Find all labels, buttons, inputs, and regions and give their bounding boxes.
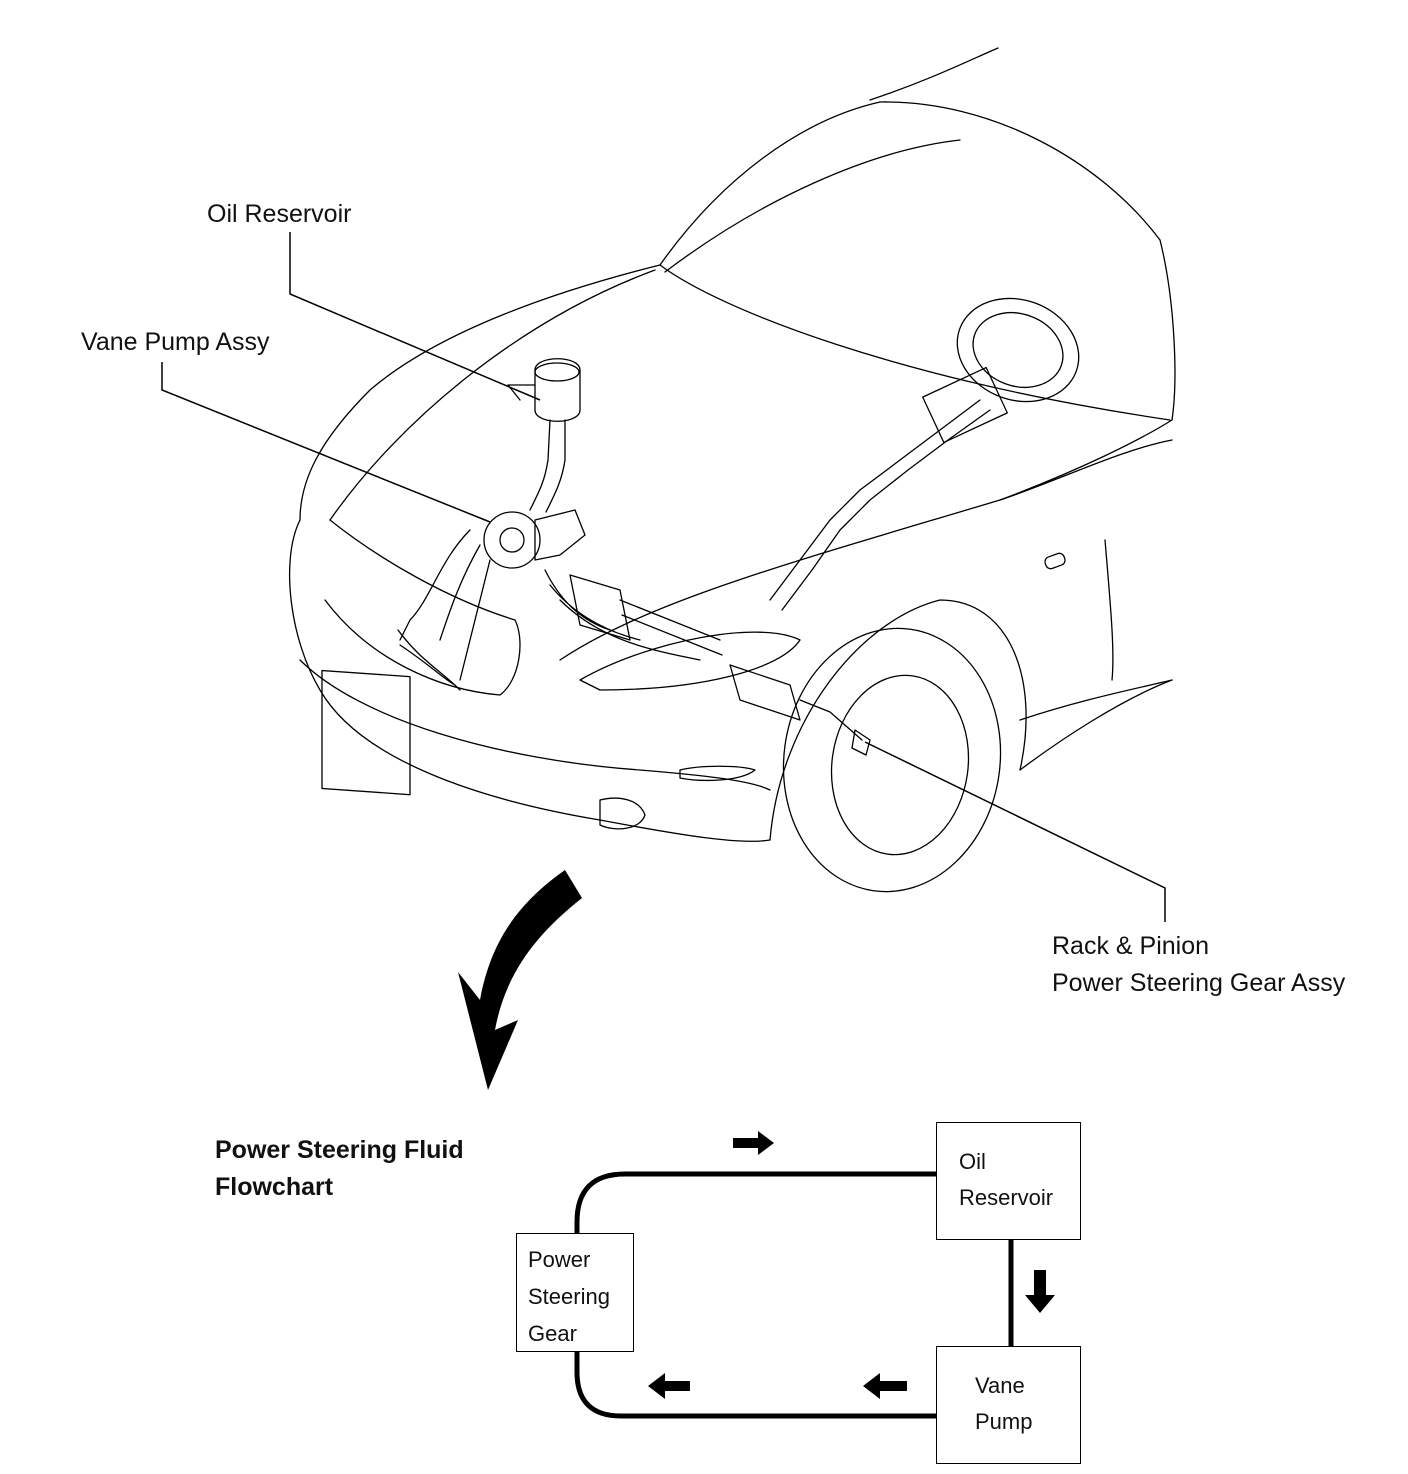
pump-body (534, 509, 586, 561)
hood-left-edge (299, 264, 661, 521)
leader-oil-reservoir (289, 232, 541, 401)
hoses-lower (544, 569, 701, 661)
column-cover (922, 366, 1008, 444)
wheel-inner (830, 674, 970, 856)
hood-right-edge (559, 419, 1173, 661)
steering-wheel-inner (972, 312, 1064, 388)
bumper-line (299, 659, 771, 791)
wheel-outer (782, 627, 1002, 893)
vane-pump-box-line2: Pump (975, 1409, 1033, 1434)
door-handle (1044, 552, 1066, 570)
oil-reservoir-box-line1: Oil (959, 1149, 986, 1174)
arrow-left-icon (648, 1373, 690, 1399)
steering-wheel (956, 297, 1080, 403)
license-plate (321, 669, 411, 796)
vane-pump-box: Vane Pump (936, 1346, 1081, 1464)
leader-rack-pinion (864, 741, 1166, 922)
cooler-loop (397, 629, 461, 691)
gear-box-line3: Gear (528, 1321, 577, 1346)
flowchart-title-line1: Power Steering Fluid (215, 1136, 464, 1164)
vane-pump-box-line1: Vane (975, 1373, 1025, 1398)
flow-line-top (574, 1171, 936, 1236)
tie-rod (799, 699, 863, 741)
reservoir-hose (529, 419, 551, 511)
windshield-bottom (659, 264, 1171, 421)
a-pillar (1159, 239, 1176, 421)
label-oil-reservoir: Oil Reservoir (207, 200, 352, 228)
hood-crease (329, 269, 656, 521)
body-side (1019, 679, 1173, 771)
label-rack-pinion: Rack & Pinion (1052, 932, 1210, 960)
leader-vane-pump (161, 362, 491, 523)
fog-light (599, 797, 646, 830)
oil-reservoir-box: Oil Reservoir (936, 1122, 1081, 1240)
oil-reservoir-box-line2: Reservoir (959, 1185, 1054, 1210)
gear-box-line1: Power (528, 1247, 591, 1272)
door-line (1104, 539, 1114, 681)
rack-boot-left (569, 574, 631, 641)
pump-pulley (483, 511, 541, 569)
rocker-line (1019, 679, 1173, 721)
windshield-top (659, 101, 1161, 266)
arrow-right-icon (733, 1131, 774, 1155)
steering-column (769, 399, 981, 601)
flow-line-bottom (574, 1352, 936, 1419)
pump-pulley-hub (499, 527, 525, 553)
flowchart-title-line2: Flowchart (215, 1173, 334, 1201)
reservoir-body (534, 358, 581, 422)
fender-arch (769, 599, 1027, 841)
steering-column-2 (781, 409, 991, 611)
car-roof-line (869, 47, 999, 101)
arrow-left-icon (863, 1373, 907, 1399)
label-vane-pump-assy: Vane Pump Assy (81, 328, 270, 356)
windshield-inner (664, 139, 961, 273)
gear-box-line2: Steering (528, 1284, 610, 1309)
curved-arrow-icon (458, 870, 582, 1090)
arrow-down-icon (1025, 1270, 1055, 1313)
front-nose (288, 519, 771, 842)
reservoir-hose-2 (545, 419, 566, 513)
side-marker (679, 765, 756, 782)
pump-lines (399, 529, 491, 681)
label-power-steering-gear-assy: Power Steering Gear Assy (1052, 969, 1346, 997)
grille-outline (324, 519, 521, 696)
reservoir-cap (534, 362, 580, 382)
rack-tube (619, 599, 723, 656)
body-side-upper (999, 439, 1173, 501)
headlight-right (579, 631, 801, 691)
tie-rod-end (851, 729, 871, 756)
power-steering-gear-box: Power Steering Gear (516, 1233, 634, 1352)
rack-boot-right (729, 664, 801, 721)
